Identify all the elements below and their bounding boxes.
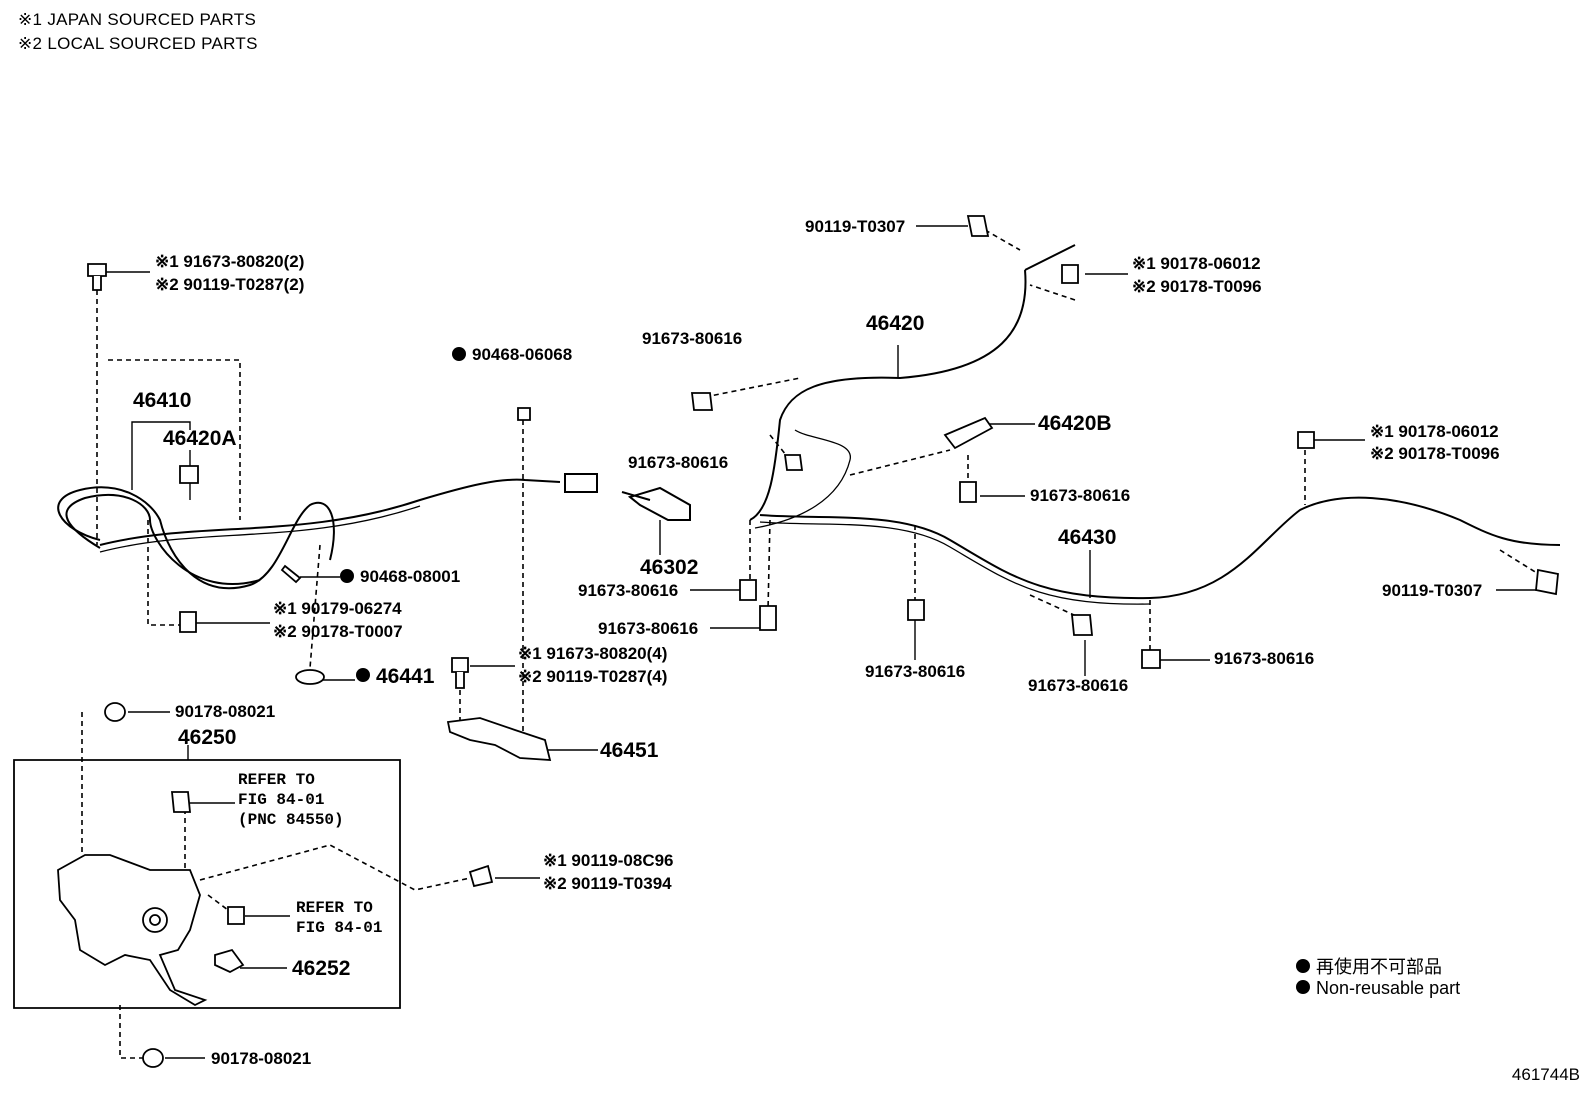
nut-90178-08021-bottom	[142, 1048, 164, 1068]
note-local-sourced: ※2 LOCAL SOURCED PARTS	[18, 34, 258, 53]
bolt-90119-T0307-top	[966, 215, 990, 237]
legend-en-text: Non-reusable part	[1316, 978, 1461, 998]
bolt-90119-T0307-right	[1535, 568, 1559, 596]
label-91673-80616-f: 91673-80616	[865, 662, 966, 681]
nut-90178-06012-b	[1297, 431, 1315, 449]
nut-90178-08021-top	[104, 702, 126, 722]
label-90178-T0096-a: ※2 90178-T0096	[1132, 277, 1262, 296]
label-90178-T0007: ※2 90178-T0007	[273, 622, 403, 641]
bolt-91673-80616-d	[739, 579, 757, 601]
refer-line-1: REFER TO	[238, 771, 315, 789]
bolt-91673-80616-e	[759, 605, 777, 631]
bolt-91673-80616-a	[690, 392, 714, 411]
legend-dot	[1296, 980, 1310, 995]
refer-line-3: (PNC 84550)	[238, 811, 344, 829]
label-46250: 46250	[178, 726, 237, 749]
bolt-91673-80616-f	[907, 599, 925, 621]
refer2-line-2: FIG 84-01	[296, 919, 383, 937]
legend-en: Non-reusable part	[1296, 978, 1460, 999]
label-90178-06012-a: ※1 90178-06012	[1132, 254, 1261, 273]
label-91673-80616-g: 91673-80616	[1028, 676, 1129, 695]
label-90178-08021-bottom: 90178-08021	[211, 1049, 312, 1068]
clip-refer-84550	[171, 791, 191, 813]
bolt-refer-fig	[227, 906, 245, 925]
bolt-90119-08C96	[468, 864, 494, 888]
non-reusable-dot	[452, 346, 466, 361]
label-90178-T0096-b: ※2 90178-T0096	[1370, 444, 1500, 463]
label-90119-T0394: ※2 90119-T0394	[543, 874, 672, 893]
bolt-91673-80616-b	[783, 454, 804, 471]
label-90179-06274: ※1 90179-06274	[273, 599, 402, 618]
refer2-line-1: REFER TO	[296, 899, 373, 917]
label-90119-T0307-right: 90119-T0307	[1382, 581, 1483, 600]
cable-46430	[759, 496, 1561, 600]
label-46420: 46420	[866, 312, 925, 335]
label-91673-80616-e: 91673-80616	[598, 619, 699, 638]
clip-46420A	[179, 465, 199, 484]
label-90119-08C96: ※1 90119-08C96	[543, 851, 674, 870]
non-reusable-dot	[340, 568, 354, 583]
pedal-assembly-46250	[57, 854, 208, 1007]
label-46430: 46430	[1058, 526, 1117, 549]
bolt-91673-80616-h	[1141, 649, 1161, 669]
bolt-91673-80820-lower	[451, 657, 469, 673]
cable-main-span-2	[99, 505, 421, 553]
label-46410: 46410	[133, 389, 192, 412]
label-90119-T0287-2: ※2 90119-T0287(2)	[155, 275, 305, 294]
label-90178-06012-b: ※1 90178-06012	[1370, 422, 1499, 441]
figure-id: 461744B	[1511, 1065, 1580, 1084]
refer-line-2: FIG 84-01	[238, 791, 325, 809]
cable-main-span	[99, 478, 561, 546]
legend-dot	[1296, 959, 1310, 974]
grommet-90179-06274	[179, 611, 197, 633]
label-refer-84550: REFER TO FIG 84-01 (PNC 84550)	[238, 770, 344, 830]
bolt-91673-80616-c	[959, 481, 977, 503]
label-91673-80616-c: 91673-80616	[1030, 486, 1131, 505]
note-japan-sourced: ※1 JAPAN SOURCED PARTS	[18, 10, 257, 29]
cable-end-connector	[564, 473, 598, 493]
label-46420B: 46420B	[1038, 412, 1112, 435]
label-90468-08001-text: 90468-08001	[360, 567, 461, 586]
label-90119-T0287-4: ※2 90119-T0287(4)	[518, 667, 668, 686]
equalizer-46302	[627, 486, 691, 521]
bolt-91673-80820-top	[87, 263, 107, 277]
non-reusable-dot	[356, 668, 370, 683]
label-46252: 46252	[292, 957, 351, 980]
label-90119-T0307-top: 90119-T0307	[805, 217, 906, 236]
label-91673-80820-4: ※1 91673-80820(4)	[518, 644, 668, 663]
label-91673-80820-2: ※1 91673-80820(2)	[155, 252, 305, 271]
label-refer-fig: REFER TO FIG 84-01	[296, 898, 382, 938]
clip-90468-06068	[517, 407, 531, 421]
label-90468-08001: 90468-08001	[340, 568, 460, 585]
cable-46410-inner	[65, 494, 261, 585]
label-90178-08021-top: 90178-08021	[175, 702, 276, 721]
label-46451: 46451	[600, 739, 659, 762]
label-46441-text: 46441	[376, 665, 435, 688]
bracket-46420B	[943, 416, 994, 450]
legend-jp-text: 再使用不可部品	[1316, 957, 1442, 977]
cable-46420	[749, 269, 1027, 521]
label-91673-80616-a: 91673-80616	[642, 329, 743, 348]
label-91673-80616-d: 91673-80616	[578, 581, 679, 600]
label-46302: 46302	[640, 556, 699, 579]
bolt-91673-80616-g	[1071, 614, 1093, 636]
pad-46252	[214, 948, 245, 974]
nut-90178-06012-a	[1061, 264, 1079, 284]
label-90468-06068-text: 90468-06068	[472, 345, 573, 364]
bracket-46451	[446, 717, 552, 761]
label-46441: 46441	[356, 666, 434, 687]
label-90468-06068: 90468-06068	[452, 346, 572, 363]
clip-90468-08001	[280, 564, 302, 584]
label-46420A: 46420A	[163, 427, 237, 450]
grommet-46441	[295, 669, 325, 685]
label-91673-80616-b: 91673-80616	[628, 453, 729, 472]
label-91673-80616-h: 91673-80616	[1214, 649, 1315, 668]
legend-jp: 再使用不可部品	[1296, 953, 1442, 979]
